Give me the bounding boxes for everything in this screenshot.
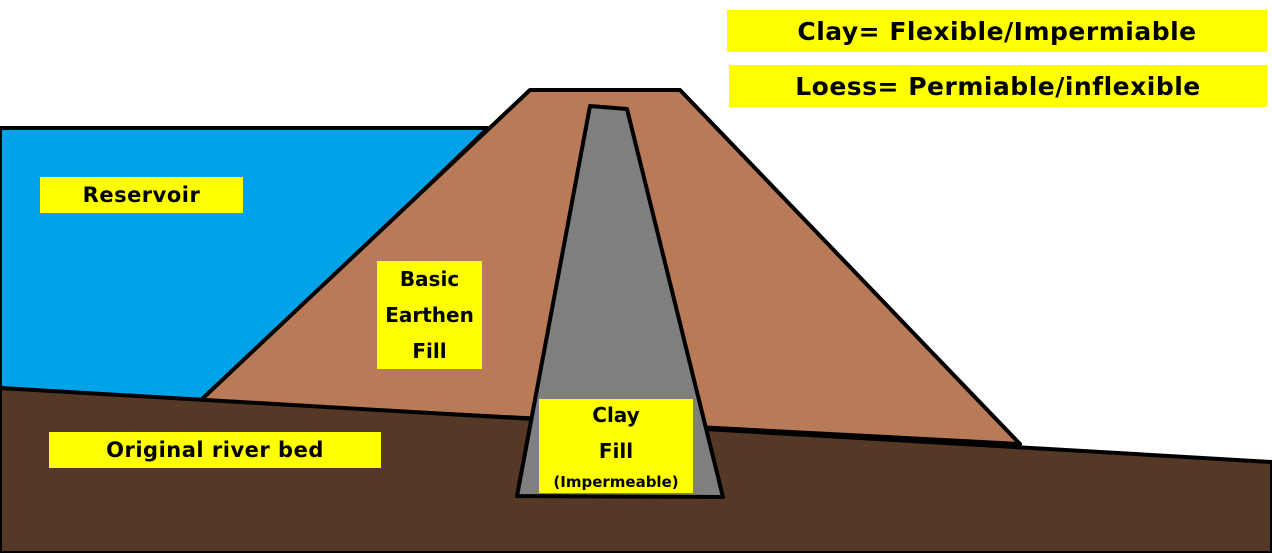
reservoir-label: Reservoir — [40, 177, 243, 213]
earthen-fill-label-line-3: Fill — [412, 339, 447, 363]
legend-loess: Loess= Permiable/inflexible — [729, 65, 1267, 107]
river-bed-label: Original river bed — [49, 432, 381, 468]
clay-fill-label: Clay Fill (Impermeable) — [539, 399, 693, 493]
legend-clay: Clay= Flexible/Impermiable — [727, 10, 1267, 52]
earthen-fill-label-line-2: Earthen — [385, 303, 474, 327]
clay-fill-label-line-3: (Impermeable) — [553, 473, 679, 491]
earthen-fill-label-line-1: Basic — [399, 267, 460, 291]
clay-fill-label-line-1: Clay — [592, 403, 640, 427]
earthen-fill-label: Basic Earthen Fill — [377, 261, 482, 369]
clay-fill-label-line-2: Fill — [598, 439, 634, 463]
